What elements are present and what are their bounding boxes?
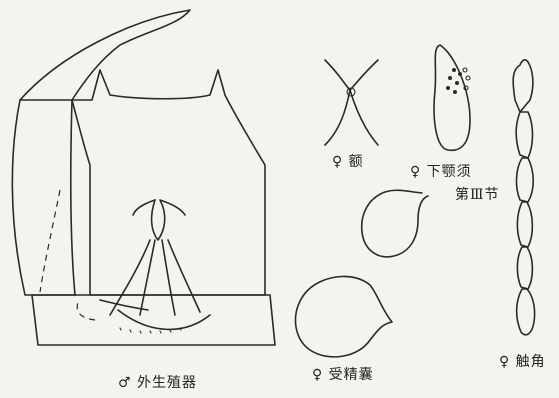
antenna-drawing [512,59,536,336]
frons-caption: ♀ 额 [332,154,364,170]
maxillary-palp-drawing [433,44,471,152]
spermatheca-lower-drawing [294,275,393,358]
spermatheca-upper-drawing [360,189,429,258]
frons-drawing [324,59,379,146]
spermatheca-caption: ♀ 受精囊 [312,367,374,383]
segment-caption: 第Ⅲ节 [455,187,500,203]
maxillary-palp-caption: ♀ 下颚须 [410,164,472,180]
antenna-caption: ♀ 触角 [499,354,546,370]
genitalia-caption: ♂ 外生殖器 [118,375,198,391]
male-genitalia-drawing [11,9,276,346]
